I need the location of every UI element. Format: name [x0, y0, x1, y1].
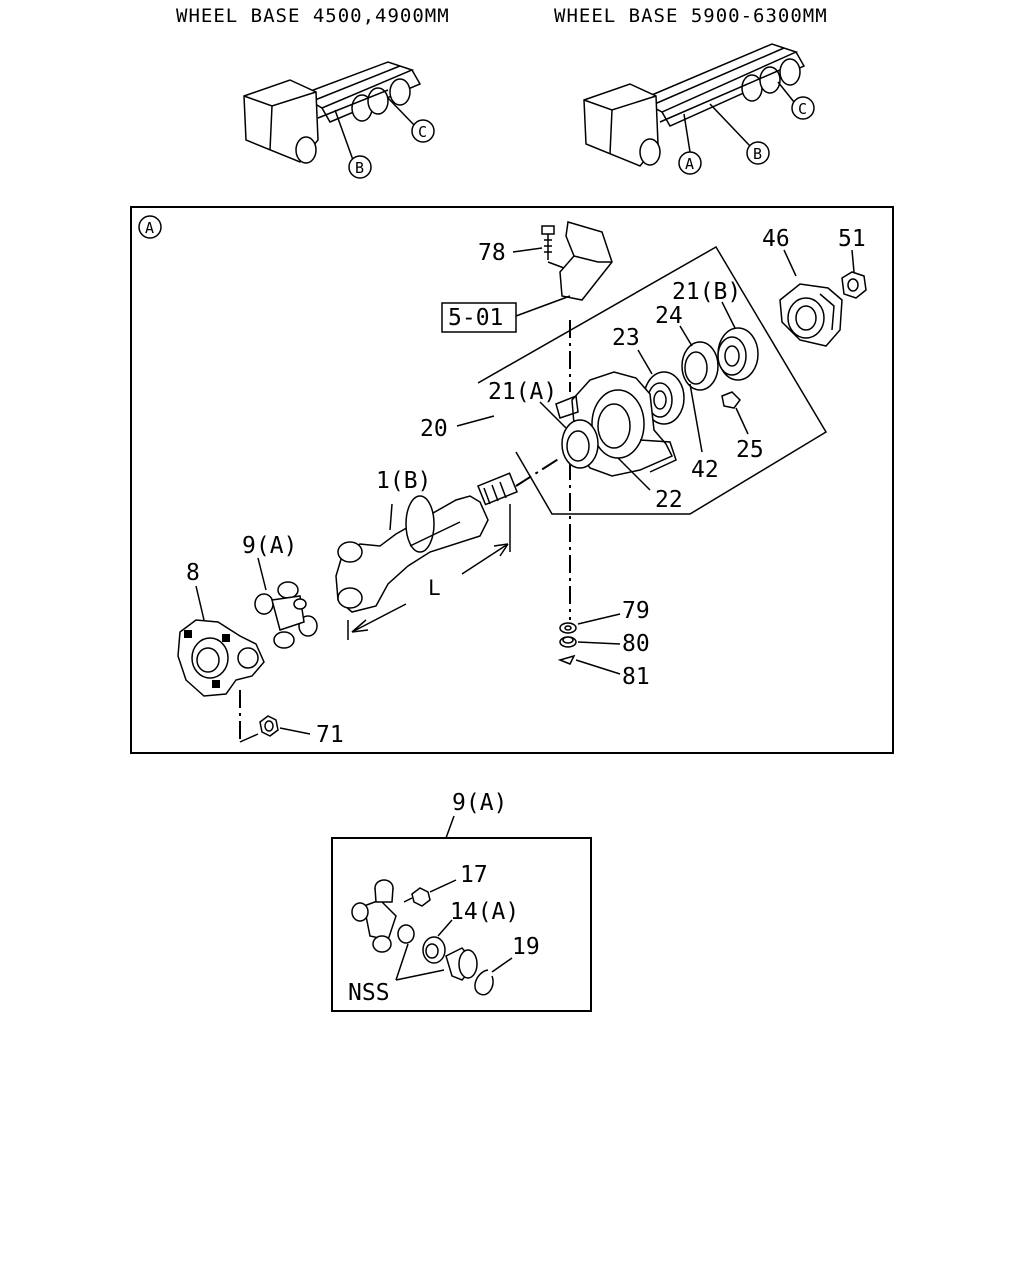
- bearing-cup: [445, 947, 478, 981]
- label-81: 81: [622, 664, 650, 690]
- label-nss: NSS: [348, 980, 390, 1006]
- label-23: 23: [612, 325, 640, 351]
- cotter-pin-81: [557, 654, 576, 665]
- label-79: 79: [622, 598, 650, 624]
- svg-text:A: A: [685, 155, 694, 173]
- leader-71-base: [239, 733, 259, 743]
- svg-text:B: B: [753, 145, 762, 163]
- bearing-group-outline: [477, 245, 828, 515]
- dimension-l: [347, 504, 511, 640]
- leader-21b: [721, 301, 736, 329]
- leader-46: [783, 249, 797, 277]
- svg-text:B: B: [355, 159, 364, 177]
- label-42: 42: [691, 457, 719, 483]
- leader-1b: [389, 503, 393, 531]
- label-24: 24: [655, 303, 683, 329]
- label-5-01: 5-01: [448, 305, 503, 331]
- main-panel-frame: [130, 206, 894, 754]
- leader-17: [429, 879, 457, 893]
- grease-fitting-17: [403, 887, 431, 907]
- left-wheelbase-title: WHEEL BASE 4500,4900MM: [176, 5, 450, 27]
- bracket-part: [541, 221, 613, 301]
- slinger-24: [681, 341, 719, 391]
- label-71: 71: [316, 722, 344, 748]
- flange-yoke-8: [177, 619, 265, 697]
- oil-seal-21b: [717, 327, 759, 381]
- left-truck-illustration: [243, 61, 422, 164]
- leader-23: [637, 349, 653, 375]
- leader-19: [491, 957, 513, 973]
- label-51: 51: [838, 226, 866, 252]
- leader-nss: [395, 943, 445, 981]
- detail-panel-frame: [331, 837, 592, 1012]
- leader-22: [617, 457, 651, 491]
- leader-71: [279, 727, 311, 735]
- label-1b: 1(B): [376, 468, 431, 494]
- leader-14a: [437, 919, 453, 937]
- right-marker-a: A: [678, 151, 702, 175]
- leader-51: [851, 249, 855, 273]
- leader-24: [679, 325, 693, 347]
- propeller-shaft-1b: [335, 472, 518, 613]
- leader-79: [577, 613, 621, 625]
- label-l: L: [428, 576, 441, 600]
- label-8: 8: [186, 560, 200, 586]
- left-marker-b: B: [348, 155, 372, 179]
- ref-box-5-01: [441, 302, 517, 333]
- leader-25: [735, 407, 749, 435]
- leader-81: [575, 659, 621, 675]
- svg-text:C: C: [418, 123, 427, 141]
- leader-42: [689, 383, 703, 453]
- label-21b: 21(B): [672, 279, 741, 305]
- leader-20: [456, 415, 495, 427]
- label-25: 25: [736, 437, 764, 463]
- detail-title-leader: [445, 815, 455, 839]
- washer-79: [559, 622, 577, 634]
- label-78: 78: [478, 240, 506, 266]
- right-truck-illustration: [583, 43, 806, 167]
- section-marker-a: A: [138, 215, 162, 239]
- universal-joint-9a: [254, 581, 318, 649]
- label-19: 19: [512, 934, 540, 960]
- label-22: 22: [655, 487, 683, 513]
- right-marker-c: C: [791, 96, 815, 120]
- leader-9a: [257, 557, 267, 591]
- svg-text:C: C: [798, 100, 807, 118]
- label-14a: 14(A): [450, 899, 519, 925]
- spider-cross: [351, 879, 415, 953]
- nut-51: [841, 271, 867, 299]
- leader-78: [512, 247, 543, 253]
- label-21a: 21(A): [488, 379, 557, 405]
- right-marker-b: B: [746, 141, 770, 165]
- svg-text:A: A: [145, 219, 154, 237]
- label-9a: 9(A): [242, 533, 297, 559]
- leader-21a: [539, 401, 567, 429]
- grease-nipple-25: [721, 391, 741, 409]
- label-20: 20: [420, 416, 448, 442]
- oil-seal-21a: [561, 419, 599, 469]
- companion-flange-46: [779, 283, 843, 347]
- detail-title-9a: 9(A): [452, 790, 507, 816]
- snap-ring-19: [474, 969, 494, 996]
- label-46: 46: [762, 226, 790, 252]
- left-marker-c: C: [411, 119, 435, 143]
- seal-14a: [422, 936, 446, 964]
- washer-80: [559, 636, 577, 648]
- leader-5-01: [515, 295, 571, 317]
- label-80: 80: [622, 631, 650, 657]
- right-wheelbase-title: WHEEL BASE 5900-6300MM: [554, 5, 828, 27]
- leader-80: [577, 641, 621, 645]
- label-17: 17: [460, 862, 488, 888]
- leader-8: [195, 585, 205, 621]
- nut-71: [259, 715, 279, 737]
